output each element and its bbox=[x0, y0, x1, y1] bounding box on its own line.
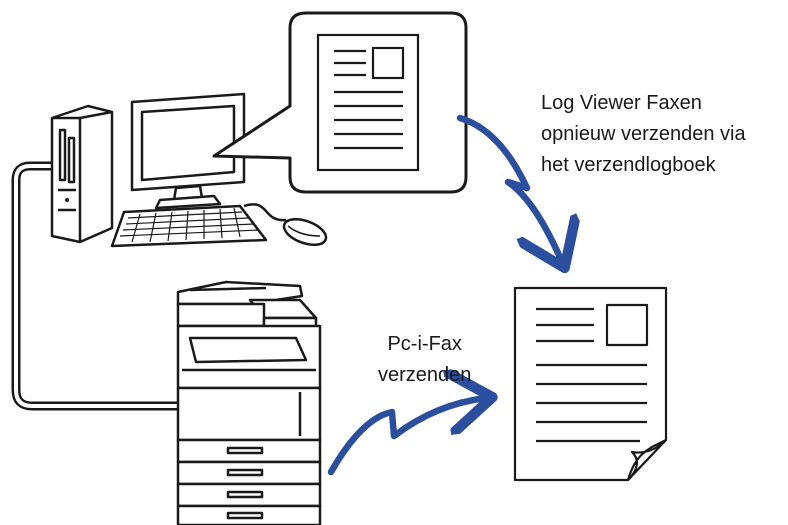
pc-fax-caption-line2: verzenden bbox=[378, 364, 472, 386]
log-viewer-caption-line1: Log Viewer Faxen bbox=[541, 92, 702, 114]
pc-tower-icon bbox=[50, 104, 114, 244]
pc-fax-caption: Pc-i-Fax verzenden bbox=[378, 329, 471, 391]
document-icon-large bbox=[513, 286, 668, 482]
log-viewer-caption-line2: opnieuw verzenden via bbox=[541, 123, 746, 145]
pc-fax-arrow bbox=[327, 398, 486, 476]
monitor-icon bbox=[130, 92, 246, 210]
log-viewer-caption: Log Viewer Faxen opnieuw verzenden via h… bbox=[541, 88, 746, 181]
document-icon-small bbox=[316, 33, 420, 172]
pc-fax-caption-line1: Pc-i-Fax bbox=[387, 333, 462, 355]
keyboard-icon bbox=[110, 204, 268, 248]
log-viewer-caption-line3: het verzendlogboek bbox=[541, 154, 716, 176]
log-viewer-arrow bbox=[456, 114, 562, 262]
speech-bubble bbox=[212, 11, 468, 194]
mfp-printer-icon bbox=[176, 280, 322, 525]
mouse-icon bbox=[243, 203, 328, 247]
